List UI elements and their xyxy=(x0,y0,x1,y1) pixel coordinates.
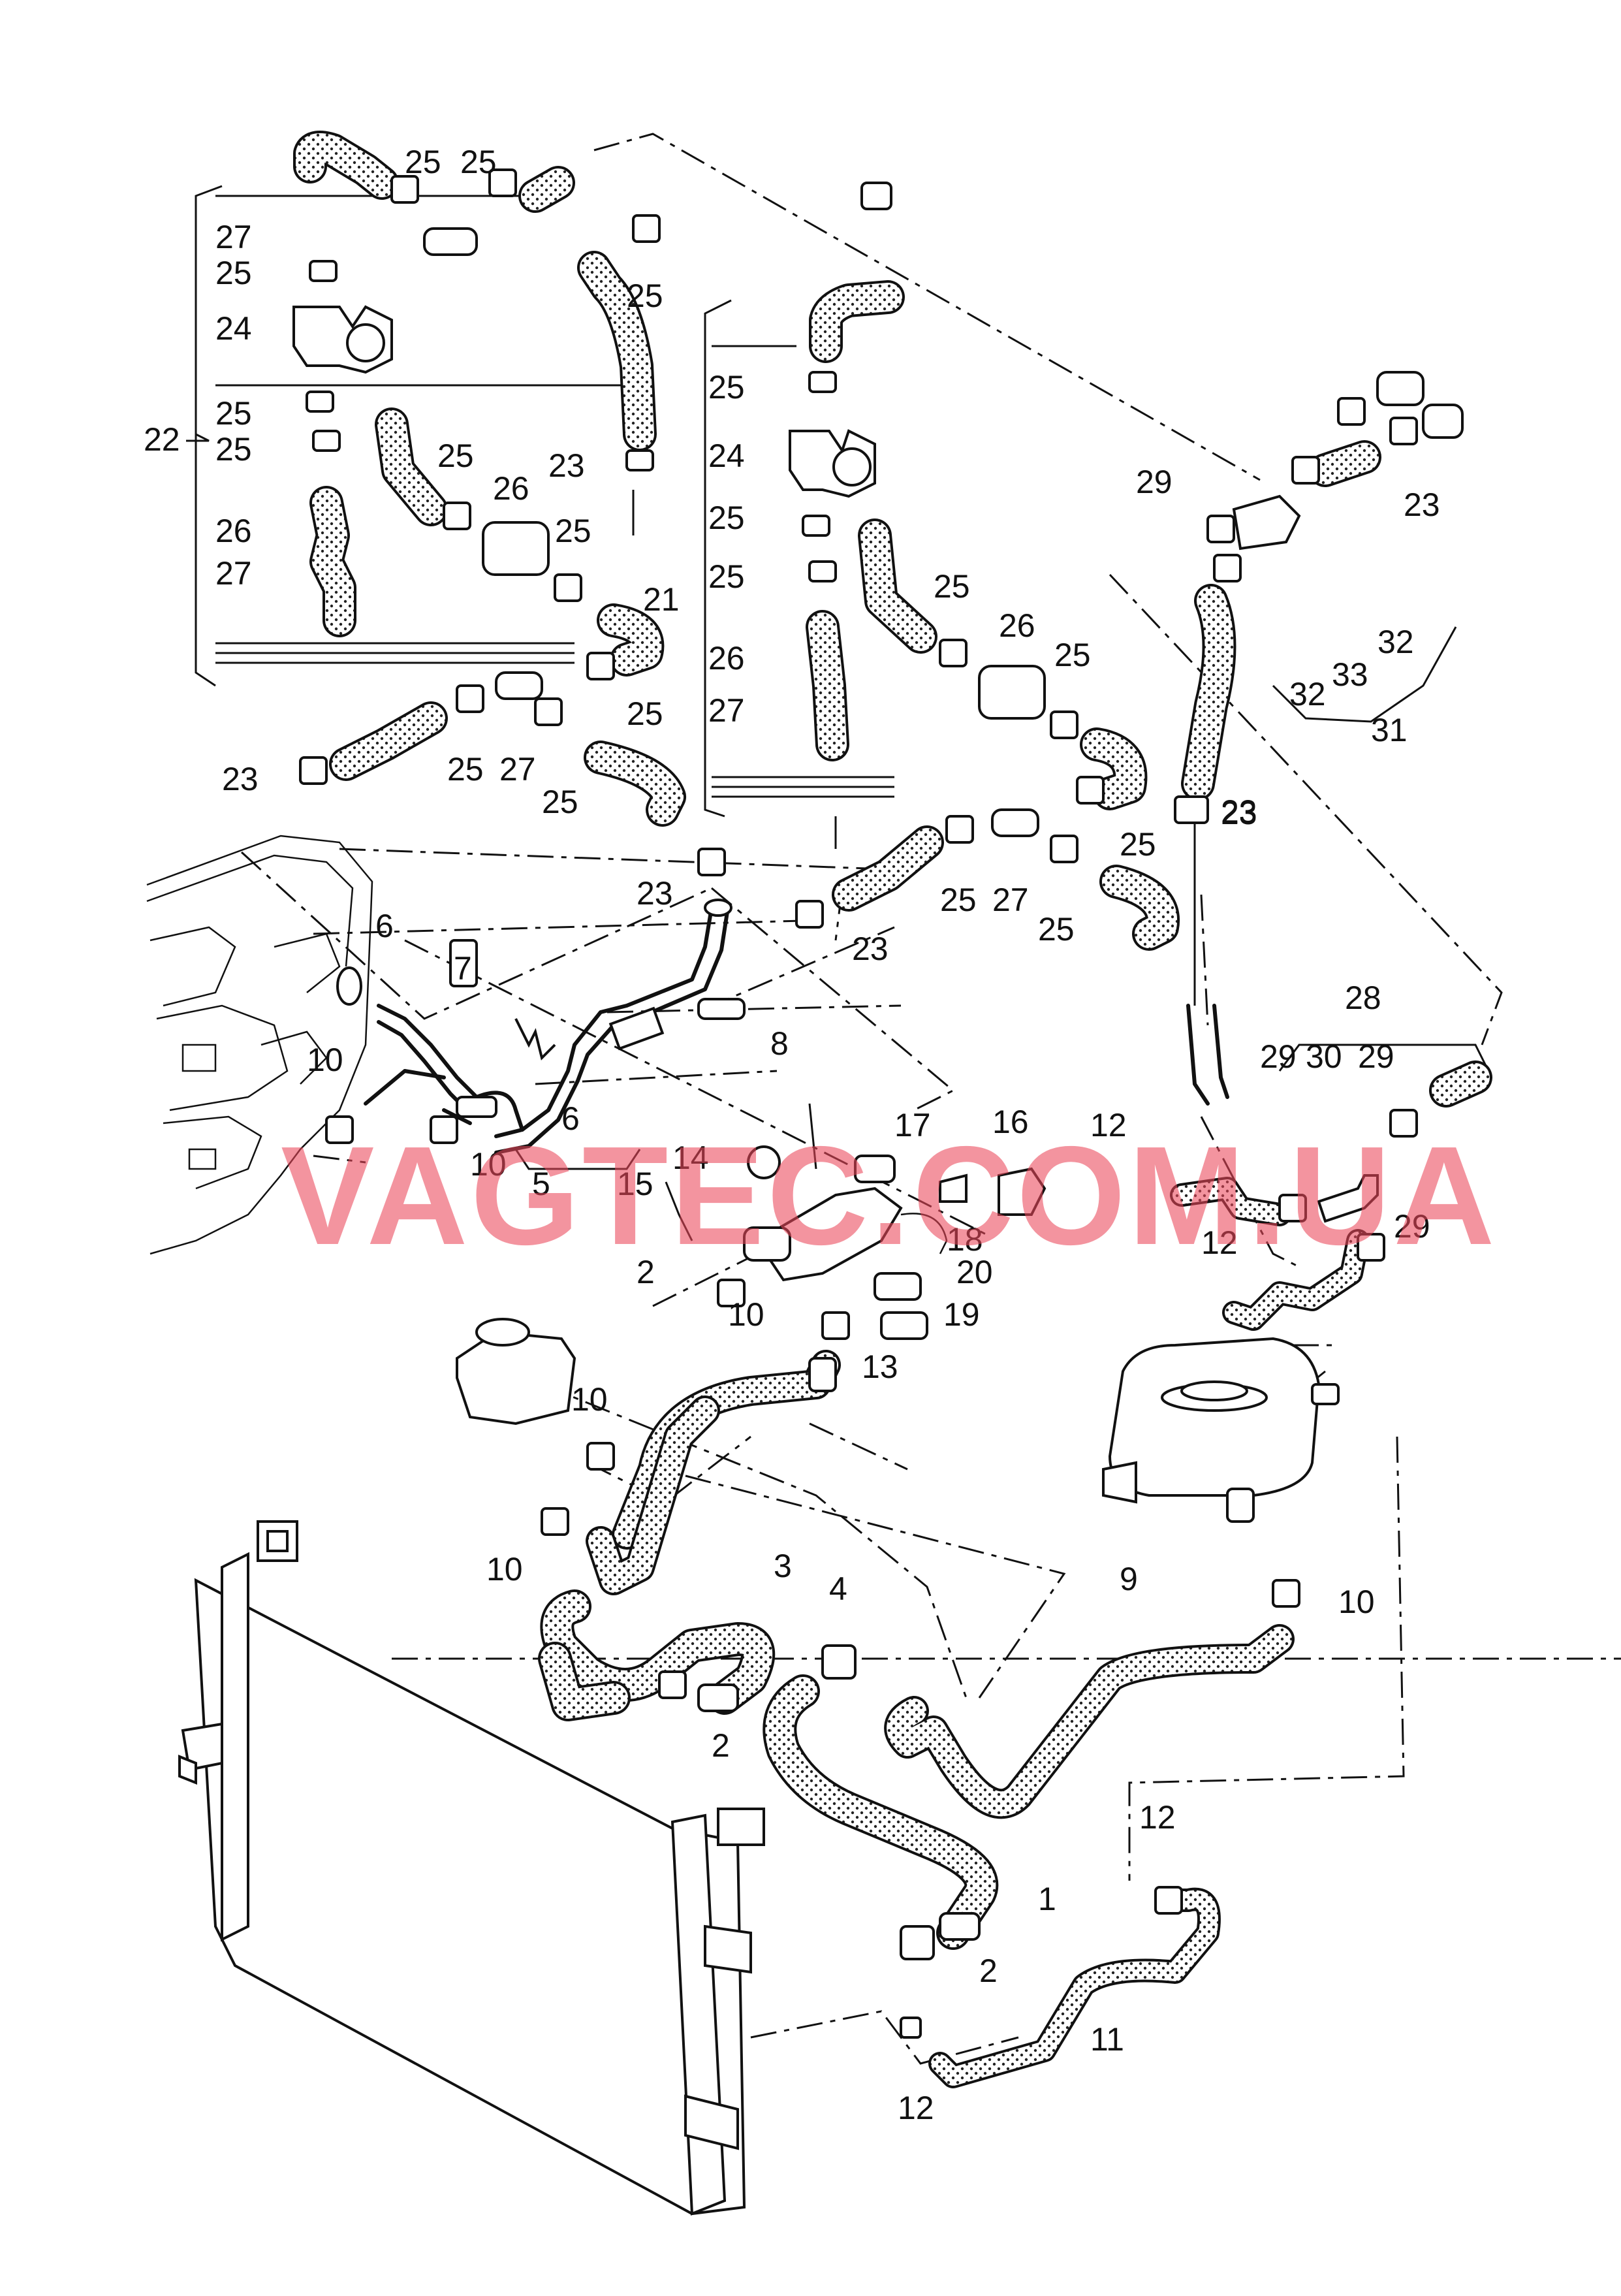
callout-26: 26 xyxy=(215,513,252,549)
callout-12: 12 xyxy=(898,2090,934,2126)
callout-25: 25 xyxy=(215,395,252,432)
callout-26: 26 xyxy=(493,470,529,507)
callout-7: 7 xyxy=(454,950,472,987)
callout-25: 25 xyxy=(1120,826,1156,863)
callout-19: 19 xyxy=(943,1296,980,1333)
callout-29: 29 xyxy=(1260,1038,1297,1075)
callout-18: 18 xyxy=(947,1221,983,1258)
leader-lines xyxy=(186,133,1621,2065)
callout-12: 12 xyxy=(1139,1799,1176,1836)
callout-12: 12 xyxy=(1201,1224,1238,1261)
callout-32: 32 xyxy=(1289,676,1326,712)
radiator xyxy=(178,1520,765,2216)
callout-25: 25 xyxy=(437,438,474,474)
callout-26: 26 xyxy=(708,640,745,677)
callout-25: 25 xyxy=(555,513,591,549)
callout-25: 25 xyxy=(215,431,252,468)
callout-25: 25 xyxy=(627,695,663,732)
callout-10: 10 xyxy=(1338,1584,1375,1620)
callout-33: 33 xyxy=(1332,656,1368,693)
callout-28: 28 xyxy=(1345,980,1381,1016)
callout-27: 27 xyxy=(215,219,252,255)
callout-labels: 25 25 27 25 24 25 22 25 25 26 27 25 26 2… xyxy=(144,144,1440,2126)
callout-24: 24 xyxy=(708,438,745,474)
callout-29: 29 xyxy=(1358,1038,1394,1075)
callout-25: 25 xyxy=(215,255,252,291)
callout-21: 21 xyxy=(643,581,680,618)
callout-25: 25 xyxy=(460,144,497,180)
callout-29: 29 xyxy=(1136,464,1172,500)
callout-25: 25 xyxy=(405,144,441,180)
callout-25: 25 xyxy=(447,751,484,788)
callout-24: 24 xyxy=(215,310,252,347)
callout-31: 31 xyxy=(1371,712,1408,748)
callout-16: 16 xyxy=(992,1104,1029,1140)
callout-26: 26 xyxy=(999,607,1035,644)
callout-25: 25 xyxy=(708,500,745,536)
callout-25: 25 xyxy=(934,568,970,605)
callout-14: 14 xyxy=(672,1140,709,1176)
callout-23: 23 xyxy=(1221,793,1257,830)
callout-2: 2 xyxy=(637,1254,655,1290)
callout-23: 23 xyxy=(222,761,259,797)
callout-10: 10 xyxy=(307,1042,343,1078)
callout-10: 10 xyxy=(486,1551,523,1587)
callout-10: 10 xyxy=(571,1381,608,1418)
callout-10: 10 xyxy=(728,1296,764,1333)
callout-15: 15 xyxy=(617,1166,653,1202)
callout-10: 10 xyxy=(470,1146,507,1183)
callout-23: 23 xyxy=(852,931,889,967)
callout-25: 25 xyxy=(940,882,977,918)
callout-8: 8 xyxy=(770,1025,789,1062)
callout-3: 3 xyxy=(774,1548,792,1584)
callout-4: 4 xyxy=(829,1571,847,1607)
hoses xyxy=(293,131,1492,2088)
callout-6: 6 xyxy=(561,1100,580,1137)
callout-13: 13 xyxy=(862,1348,898,1385)
callout-6: 6 xyxy=(375,908,394,944)
callout-2: 2 xyxy=(979,1953,998,1989)
engine-block xyxy=(146,835,373,1255)
callout-23: 23 xyxy=(1404,486,1440,523)
callout-23: 23 xyxy=(637,875,673,912)
callout-1: 1 xyxy=(1038,1881,1056,1917)
components xyxy=(292,168,1464,2039)
callout-2: 2 xyxy=(712,1727,730,1764)
metal-pipe xyxy=(336,899,732,1155)
callout-25: 25 xyxy=(1038,911,1075,948)
callout-9: 9 xyxy=(1120,1561,1138,1597)
callout-32: 32 xyxy=(1377,624,1414,660)
callout-23: 23 xyxy=(1221,795,1257,831)
callout-25: 25 xyxy=(627,278,663,314)
callout-27: 27 xyxy=(708,692,745,729)
callout-5: 5 xyxy=(532,1166,550,1202)
callout-17: 17 xyxy=(894,1107,931,1143)
callout-12: 12 xyxy=(1090,1107,1127,1143)
callout-25: 25 xyxy=(708,558,745,595)
callout-27: 27 xyxy=(499,751,536,788)
callout-27: 27 xyxy=(215,555,252,592)
callout-27: 27 xyxy=(992,882,1029,918)
callout-29: 29 xyxy=(1394,1208,1430,1245)
callout-20: 20 xyxy=(956,1254,993,1290)
callout-23: 23 xyxy=(548,447,585,484)
callout-25: 25 xyxy=(542,784,578,820)
callout-22: 22 xyxy=(144,421,180,458)
callout-30: 30 xyxy=(1306,1038,1342,1075)
callout-25: 25 xyxy=(708,369,745,406)
callout-25: 25 xyxy=(1054,637,1091,673)
watermark-text: VAGTEC.COM.UA xyxy=(281,1117,1498,1274)
callout-11: 11 xyxy=(1090,2021,1124,2058)
